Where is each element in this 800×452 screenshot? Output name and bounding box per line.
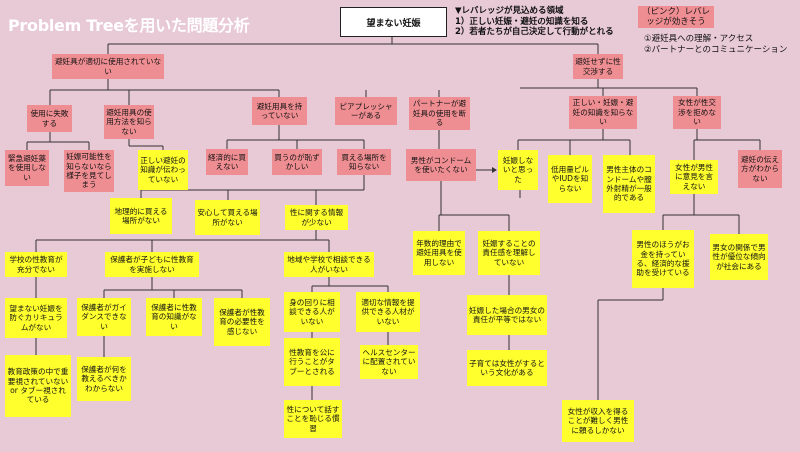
legend-pink-box: （ピンク）レバレッジが効きそう <box>638 6 714 28</box>
page-title: Problem Treeを用いた問題分析 <box>8 16 250 35</box>
node-peer-pressure: ピアプレッシャーがある <box>335 97 397 125</box>
node-unknown-how-to-convey: 避妊の伝え方がわからない <box>738 150 782 188</box>
node-male-dominance: 男女の関係で男性が優位な傾向が社会にある <box>710 234 768 280</box>
node-men-have-money: 男性のほうがお金を持っている、経済的な援助を受けている <box>632 230 694 288</box>
node-male-centric-methods: 男性主体のコンドームや膣外射精が一般的である <box>603 155 655 213</box>
node-parents-see-no-need: 保護者が性教育の必要性を感じない <box>214 298 270 346</box>
node-no-responsibility: 妊娠することの責任感を理解していない <box>478 231 540 275</box>
node-wait-and-see: 妊娠可能性を知らないなら様子を見てしまう <box>64 150 114 192</box>
node-no-consultation: 地域や学校で相談できる人がいない <box>284 252 374 277</box>
node-parents-no-sex-ed: 保護者が子どもに性教育を実施しない <box>105 252 199 277</box>
node-contraceptive-misuse: 避妊具が適切に使用されていない <box>52 54 164 79</box>
legend-items: ①避妊具への理解・アクセス ②パートナーとのコミュニケーション <box>644 34 787 55</box>
node-shame-custom: 性について話すことを恥じる慣習 <box>284 400 342 438</box>
legend-item-1: ①避妊具への理解・アクセス <box>644 34 754 44</box>
leverage-note: ▼レバレッジが見込める領域 1）正しい妊娠・避妊の知識を知る 2）若者たちが自己… <box>455 6 614 38</box>
leverage-item-1: 1）正しい妊娠・避妊の知識を知る <box>455 16 589 27</box>
legend-pink-label: （ピンク）レバレッジが効きそう <box>641 6 710 28</box>
node-women-income: 女性が収入を得ることが難しく男性に頼るしかない <box>562 400 634 442</box>
node-unknown-usage: 避妊用具の使用方法を知らない <box>104 105 154 139</box>
node-public-ed-taboo: 性教育を公に行うことがタブーとされる <box>284 338 340 386</box>
node-no-contraceptive: 避妊用具を持っていない <box>252 97 307 125</box>
node-thought-no-pregnancy: 妊娠しないと思った <box>498 150 538 190</box>
node-education-policy: 教育政策の中で重要視されていないor タブー視されている <box>5 355 71 417</box>
node-health-center: ヘルスセンターに配置されていない <box>360 345 418 379</box>
node-no-curriculum: 望まない妊娠を防ぐカリキュラムがない <box>5 298 67 338</box>
node-woman-cannot-speak: 女性が男性に意見を言えない <box>670 160 718 194</box>
node-parents-cannot-guide: 保護者がガイダンスできない <box>77 298 131 336</box>
node-parents-unsure: 保護者が何を教えるべきかわからない <box>77 357 131 401</box>
arrow-head <box>492 167 497 173</box>
node-embarrassed-to-buy: 買うのが恥ずかしい <box>272 149 322 175</box>
node-no-emergency-pill: 緊急避妊薬を使用しない <box>5 150 49 186</box>
node-parents-lack-knowledge: 保護者に性教育の知識がない <box>146 298 202 336</box>
node-age-reason: 年数的理由で避妊用具を使用しない <box>413 231 465 275</box>
node-no-nearby-shop: 地理的に買える場所がない <box>110 198 172 234</box>
leverage-heading: ▼レバレッジが見込める領域 <box>455 6 564 16</box>
node-partner-refuses: パートナーが避妊具の使用を断る <box>409 97 470 130</box>
node-school-sex-ed: 学校の性教育が充分でない <box>5 252 67 277</box>
node-woman-cannot-refuse: 女性が性交渉を拒めない <box>673 96 721 129</box>
node-unequal-responsibility: 妊娠した場合の男女の責任が平等ではない <box>467 295 547 335</box>
root-problem-box: 望まない妊娠 <box>340 7 447 37</box>
node-no-one-nearby: 身の回りに相談できる人がいない <box>284 292 340 332</box>
node-sex-without-contraception: 避妊せずに性交渉する <box>573 54 623 79</box>
node-childcare-women: 子育ては女性がするという文化がある <box>467 350 547 386</box>
legend-item-2: ②パートナーとのコミュニケーション <box>644 44 788 55</box>
node-usage-failure: 使用に失敗する <box>27 105 72 132</box>
node-little-sex-info: 性に関する情報が少ない <box>285 205 348 230</box>
node-no-knowledge: 正しい・妊娠・避妊の知識を知らない <box>569 96 637 129</box>
leverage-item-2: 2）若者たちが自己決定して行動がとれる <box>455 27 614 37</box>
node-no-safe-shop: 安心して買える場所がない <box>195 200 260 235</box>
node-unknown-pill-iud: 低用量ピルやIUDを知らない <box>548 155 592 203</box>
node-cannot-afford: 経済的に買えない <box>206 149 248 175</box>
node-unknown-shop: 買える場所を知らない <box>337 149 391 175</box>
node-knowledge-not-conveyed: 正しい避妊の知識が伝わっていない <box>138 150 188 190</box>
node-no-qualified-staff: 適切な情報を提供できる人材がいない <box>356 292 420 332</box>
node-man-dislikes-condom: 男性がコンドームを使いたくない <box>406 149 476 181</box>
